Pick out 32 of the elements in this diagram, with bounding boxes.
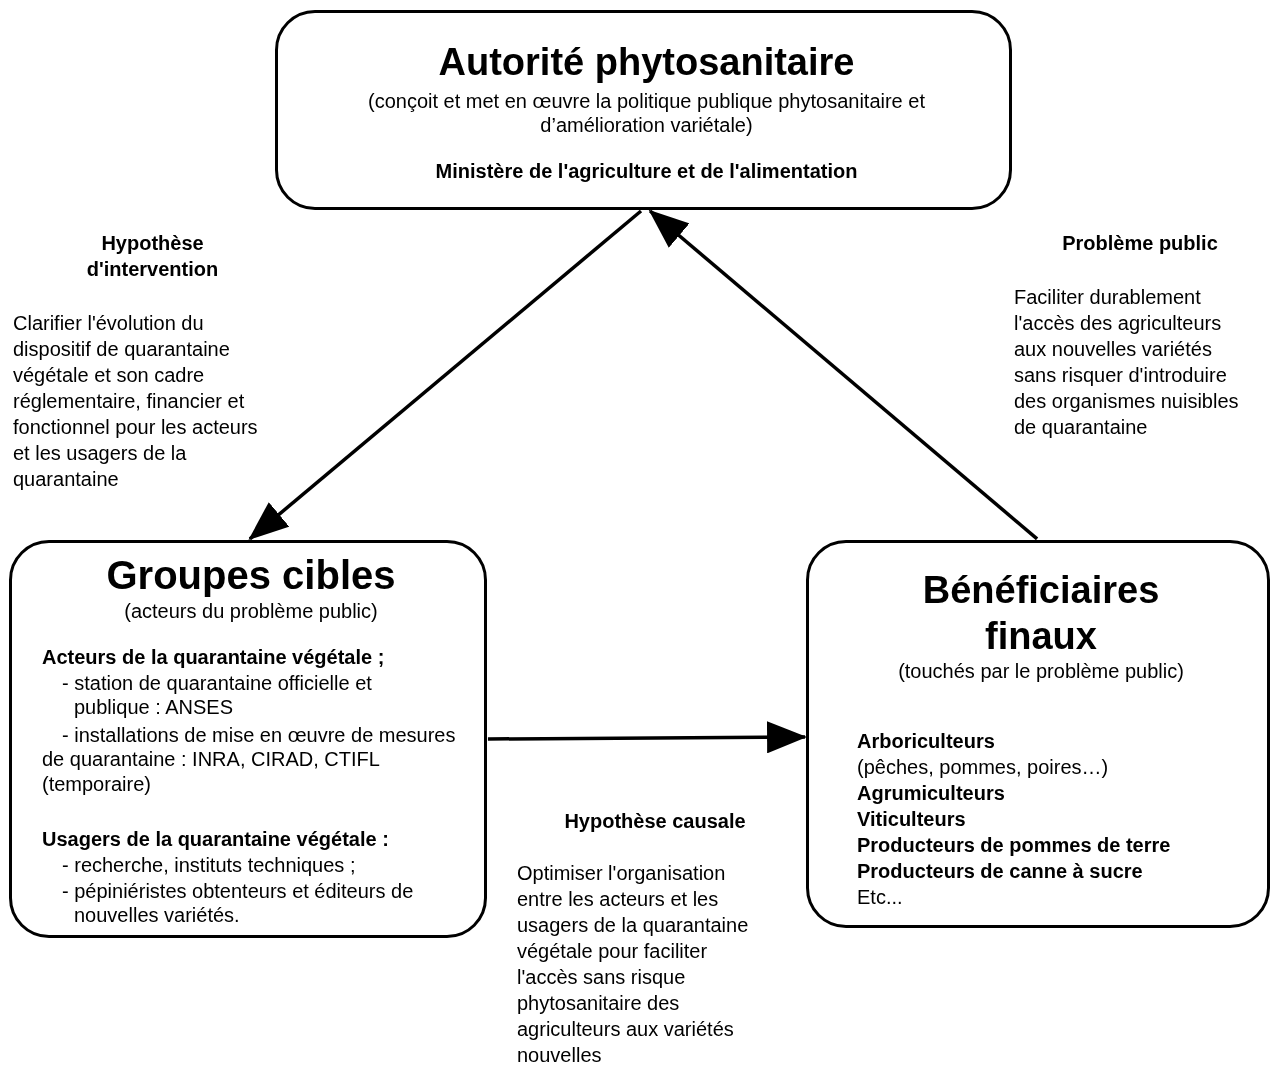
box-title: Bénéficiaires finaux xyxy=(921,568,1161,660)
box-text: Arboriculteurs xyxy=(857,729,996,754)
arrow xyxy=(487,721,808,754)
box-text: - station de quarantaine officielle et publique : ANSES xyxy=(62,671,373,720)
heading-text: Hypothèse d'intervention xyxy=(85,231,220,282)
box-text: Usagers de la quarantaine végétale : xyxy=(42,827,390,852)
rounded-box xyxy=(275,10,1012,210)
description-text: Optimiser l'organisation entre les acteurs et les usagers de la quarantaine végétale pour faciliter l'accès sans risque phytosanitaire des agriculteurs aux variétés nouvelles xyxy=(517,861,750,1066)
box-text: Viticulteurs xyxy=(857,807,967,832)
box-text: - recherche, instituts techniques ; xyxy=(62,853,357,878)
box-text: Ministère de l'agriculture et de l'alimentation xyxy=(434,159,859,184)
box-text: Producteurs de pommes de terre xyxy=(857,833,1172,858)
box-text: Acteurs de la quarantaine végétale ; xyxy=(42,645,386,670)
box-title: Groupes cibles xyxy=(105,552,397,599)
heading-text: Hypothèse causale xyxy=(563,809,747,834)
box-text: (acteurs du problème public) xyxy=(123,599,379,624)
box-title: Autorité phytosanitaire xyxy=(437,40,856,85)
box-text: (touchés par le problème public) xyxy=(897,659,1185,684)
arrow xyxy=(248,209,643,541)
rounded-box xyxy=(9,540,487,938)
description-text: Faciliter durablement l'accès des agriculteurs aux nouvelles variétés sans risquer d'introduire des organismes nuisibles de quarantaine xyxy=(1014,285,1240,440)
rounded-box xyxy=(806,540,1270,928)
box-text: Etc... xyxy=(857,885,904,910)
arrow xyxy=(648,209,1039,541)
box-text: - pépiniéristes obtenteurs et éditeurs de nouvelles variétés. xyxy=(62,879,415,928)
heading-text: Problème public xyxy=(1061,231,1219,256)
description-text: Clarifier l'évolution du dispositif de quarantaine végétale et son cadre réglementaire, financier et fonctionnel pour les acteurs et les usagers de la quarantaine xyxy=(13,311,259,492)
box-text: (conçoit et met en œuvre la politique publique phytosanitaire et d’amélioration variétale) xyxy=(367,89,926,138)
box-text: - installations de mise en œuvre de mesures de quarantaine : INRA, CIRAD, CTIFL (temporaire) xyxy=(42,723,457,797)
box-text: Producteurs de canne à sucre xyxy=(857,859,1144,884)
box-text: (pêches, pommes, poires…) xyxy=(857,755,1110,780)
box-text: Agrumiculteurs xyxy=(857,781,1006,806)
